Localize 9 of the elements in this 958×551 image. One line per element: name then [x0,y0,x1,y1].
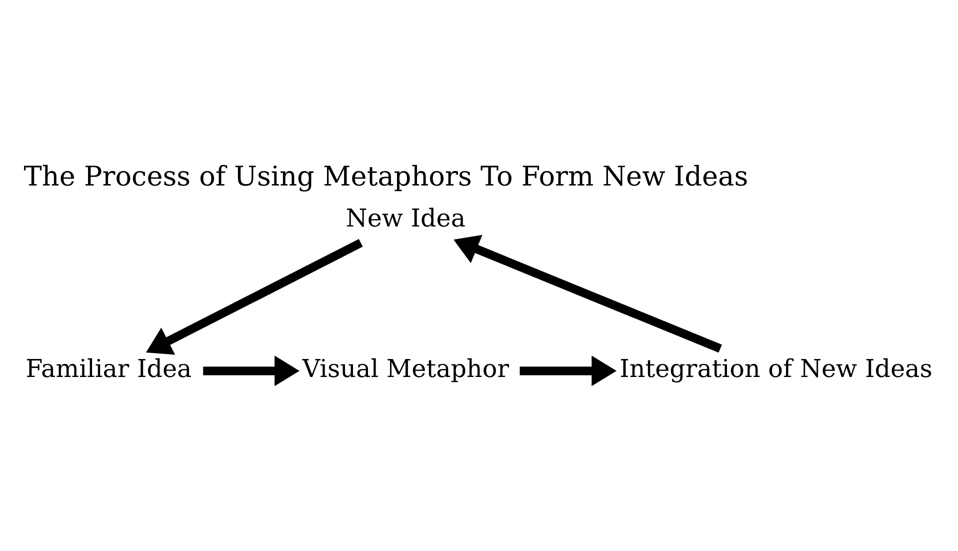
arrow [146,238,363,354]
node-text: Visual Metaphor [302,354,510,383]
node-text: Integration of New Ideas [620,354,932,383]
diagram-title: The Process of Using Metaphors To Form New Ideas [24,161,748,192]
arrow [520,355,617,386]
node-text: Familiar Idea [26,354,192,383]
node-text: New Idea [346,203,466,232]
arrow [454,234,722,352]
arrow [203,355,300,386]
